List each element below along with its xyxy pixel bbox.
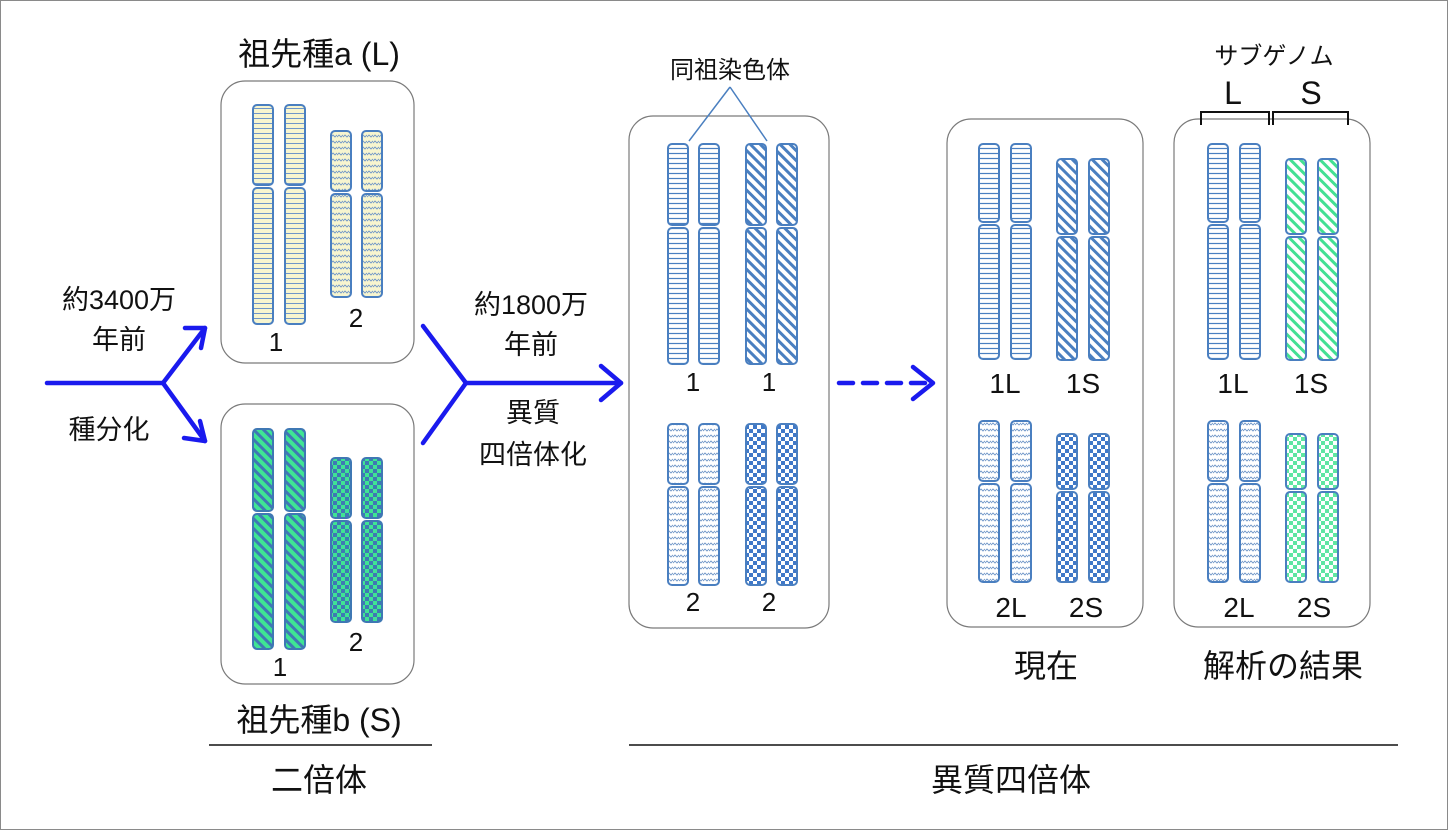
ancestor-b-chr1-label: 1 (273, 652, 287, 682)
result-box (1173, 118, 1371, 628)
tetraploid-chromosome-2-from-b (745, 423, 798, 586)
homologous-chromosomes-label: 同祖染色体 (670, 57, 790, 84)
ancestor-b-chromosome-2-pair (330, 457, 383, 623)
diploid-label: 二倍体 (271, 762, 367, 798)
ancestor-a-box (220, 80, 415, 364)
tetraploid-chromosome-1-from-b (745, 143, 798, 365)
result-label-1S: 1S (1294, 368, 1328, 399)
allotetraploidization-event-line2: 四倍体化 (479, 440, 587, 470)
speciation-arrow (44, 325, 208, 444)
result-chromosome-1L (1207, 143, 1261, 360)
present-box (946, 118, 1144, 628)
result-label-1L: 1L (1217, 368, 1248, 399)
present-chromosome-1S (1056, 158, 1110, 361)
ancestor-b-chromosome-1-pair (252, 428, 306, 650)
ancestor-a-chromosome-2-pair (330, 130, 383, 298)
present-label-2L: 2L (995, 592, 1026, 623)
tetraploid-chromosome-1-from-a (667, 143, 720, 365)
ancestor-a-title: 祖先種a (L) (238, 36, 400, 72)
present-label-2S: 2S (1069, 592, 1103, 623)
allotetraploidization-time-line1: 約1800万 (474, 290, 588, 320)
tetraploid-chr2-label-a: 2 (686, 587, 700, 617)
subgenome-brackets (1200, 111, 1349, 125)
speciation-time-line1: 約3400万 (62, 285, 176, 315)
ancestor-b-chr2-label: 2 (349, 627, 363, 657)
homologous-connector (688, 86, 768, 142)
subgenome-l-label: L (1224, 75, 1242, 111)
present-caption: 現在 (1014, 648, 1078, 684)
result-chromosome-2S (1285, 433, 1339, 583)
present-arrow (836, 364, 936, 402)
ancestor-a-chr1-label: 1 (269, 327, 283, 357)
subgenome-s-label: S (1300, 75, 1321, 111)
present-label-1L: 1L (989, 368, 1020, 399)
tetraploid-chr1-label-b: 1 (762, 367, 776, 397)
ancestor-b-box (220, 403, 415, 685)
tetraploid-chr1-label-a: 1 (686, 367, 700, 397)
ancestor-a-chromosome-1-pair (252, 104, 306, 325)
ancestor-b-title: 祖先種b (S) (236, 702, 401, 738)
ancestor-a-chr2-label: 2 (349, 303, 363, 333)
tetraploid-chr2-label-b: 2 (762, 587, 776, 617)
speciation-event-label: 種分化 (69, 415, 150, 445)
subgenome-title: サブゲノム (1214, 43, 1333, 70)
allotetraploidization-time-line2: 年前 (504, 330, 558, 360)
present-chromosome-2S (1056, 433, 1110, 583)
present-chromosome-1L (978, 143, 1032, 360)
tetraploid-chromosome-2-from-a (667, 423, 720, 586)
present-chromosome-2L (978, 420, 1032, 583)
present-label-1S: 1S (1066, 368, 1100, 399)
result-chromosome-1S (1285, 158, 1339, 361)
result-chromosome-2L (1207, 420, 1261, 583)
tetraploid-label: 異質四倍体 (931, 762, 1091, 798)
allotetraploidization-event-line1: 異質 (506, 398, 560, 428)
allotetraploidization-arrow (420, 323, 624, 446)
result-label-2L: 2L (1223, 592, 1254, 623)
tetraploid-box (628, 115, 830, 629)
speciation-time-line2: 年前 (92, 325, 146, 355)
result-caption: 解析の結果 (1203, 648, 1363, 684)
result-label-2S: 2S (1297, 592, 1331, 623)
